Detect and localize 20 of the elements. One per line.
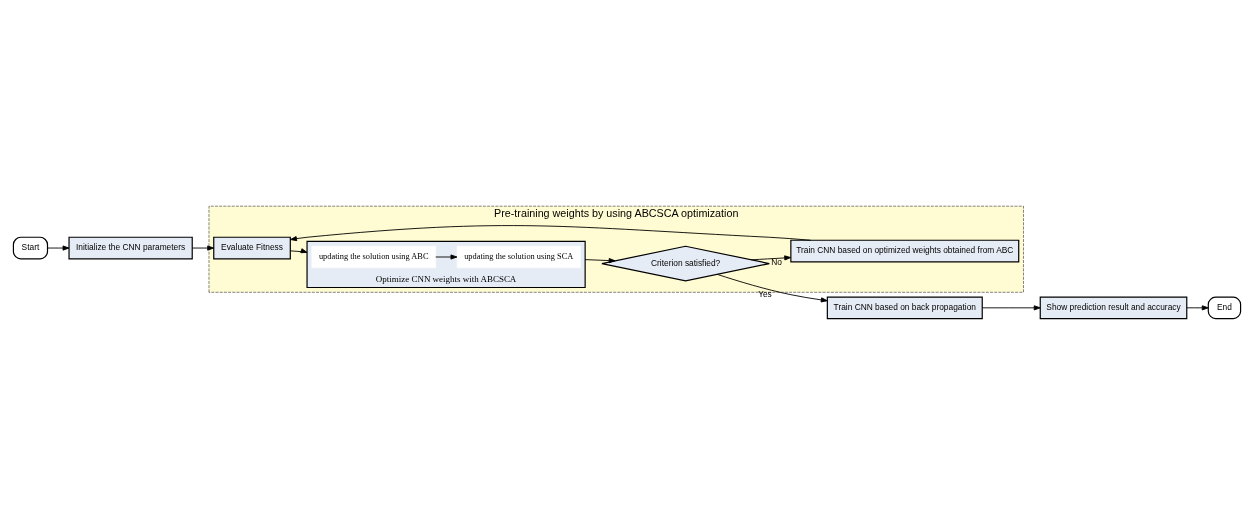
arrow [981, 304, 1041, 310]
node-box: Start [12, 236, 49, 259]
node-box: Initialize the CNN parameters [68, 236, 193, 259]
arrow [584, 257, 616, 263]
arrow [435, 253, 458, 260]
edge-label: No [771, 256, 782, 267]
node-diamond: Criterion satisfied? [601, 245, 770, 282]
arrow [191, 245, 215, 251]
arrow [1186, 304, 1209, 310]
node-box: Train CNN based on optimized weights obtained from ABC [790, 239, 1020, 262]
node-box: updating the solution using ABC [311, 245, 436, 268]
arrow [290, 224, 812, 241]
node-box: End [1207, 295, 1242, 319]
node-box: Evaluate Fitness [213, 236, 291, 259]
arrow [750, 254, 792, 260]
node-box: updating the solution using SCA [456, 245, 581, 268]
node-box: Show prediction result and accuracy [1039, 295, 1188, 319]
arrow [47, 245, 70, 251]
node-box: Train CNN based on back propagation [826, 295, 983, 319]
arrow [289, 247, 308, 253]
